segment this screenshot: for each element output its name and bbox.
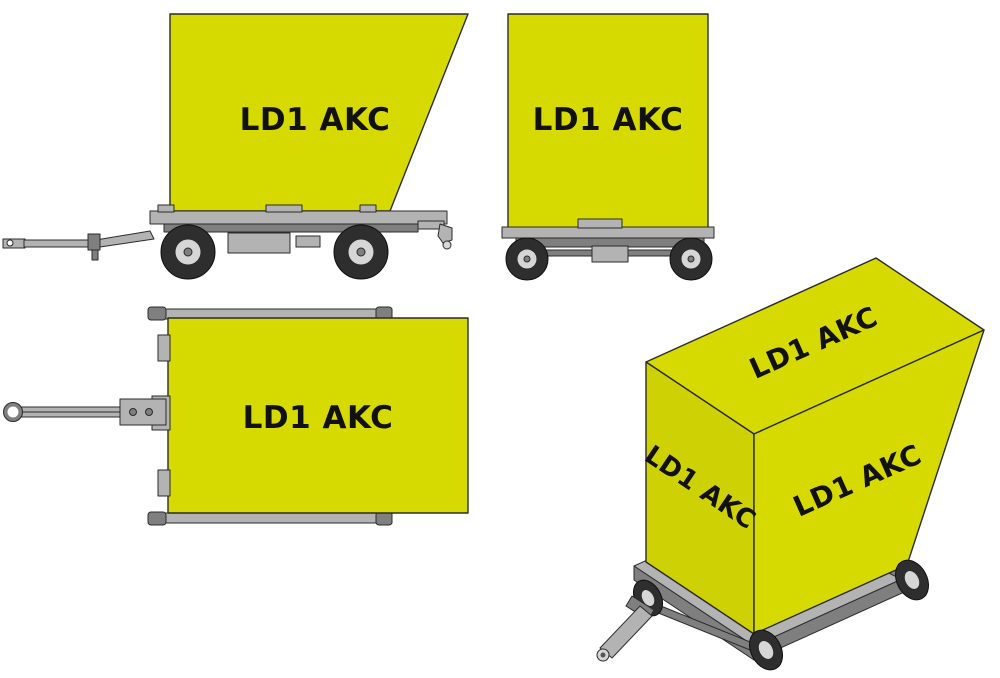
front-deck — [501, 226, 715, 239]
side-deck — [149, 210, 448, 225]
top-tow-eye — [3, 402, 23, 422]
top-drawbar-assembly — [3, 398, 167, 426]
iso-drawbar-assembly — [596, 595, 655, 662]
iso-wheel-left-front-hub — [640, 589, 656, 607]
side-parking-stand — [91, 249, 99, 261]
side-drawbar-link — [95, 230, 155, 248]
front-wheel-left — [505, 237, 549, 281]
side-wheel-front — [160, 224, 216, 280]
iso-wheel-right-front-hub — [757, 640, 775, 660]
top-bumper-upper-left — [147, 306, 167, 321]
iso-drawbar — [599, 605, 653, 659]
side-drawbar-assembly — [2, 230, 155, 261]
side-wheel-rear-cap — [356, 247, 366, 257]
side-equipment-box — [227, 232, 291, 254]
iso-wheel-right-front — [748, 629, 784, 671]
front-wheel-right — [669, 237, 713, 281]
top-drawbar-pin-2 — [145, 408, 153, 416]
top-drawbar-pin-1 — [129, 408, 137, 416]
top-drawbar-head — [119, 398, 167, 426]
iso-wheel-right-rear-hub — [903, 570, 921, 590]
side-hitch-pin — [442, 240, 452, 250]
top-view: LD1 AKC — [3, 306, 469, 526]
side-drawbar-pivot — [87, 233, 101, 251]
side-wheel-front-cap — [183, 247, 193, 257]
side-tow-eye-block — [2, 238, 26, 249]
side-view: LD1 AKC — [2, 13, 469, 280]
side-rear-hitch — [417, 220, 453, 250]
side-drawbar — [23, 239, 97, 248]
side-cargo-stop-left — [157, 204, 175, 213]
front-wheel-right-cap — [687, 255, 695, 263]
front-center-stop — [577, 218, 623, 229]
front-view: LD1 AKC — [501, 13, 715, 281]
top-tow-eye-rim — [3, 402, 23, 422]
top-container-shape — [167, 317, 469, 514]
isometric-view: LD1 AKC LD1 AKC LD1 AKC — [596, 257, 985, 671]
top-bracket-upper — [157, 334, 171, 362]
top-deck-edge-lower — [151, 512, 393, 524]
top-bumper-lower-left — [147, 511, 167, 526]
front-turntable-box — [591, 245, 629, 263]
side-equipment-cylinder — [295, 235, 321, 248]
side-cargo-stop-right — [359, 204, 377, 213]
side-cargo-stop-center — [265, 204, 303, 213]
top-bumper-lower-right — [375, 511, 393, 526]
top-bracket-lower — [157, 469, 171, 497]
side-wheel-rear — [333, 224, 389, 280]
front-wheel-left-cap — [523, 255, 531, 263]
front-container-label: LD1 AKC — [533, 102, 684, 138]
side-hitch-hook — [437, 223, 453, 244]
iso-tow-eye-hole — [600, 652, 606, 658]
top-container-label: LD1 AKC — [243, 400, 394, 436]
side-container-label: LD1 AKC — [240, 102, 391, 138]
front-container-shape — [507, 13, 709, 231]
iso-wheel-right-rear — [894, 559, 930, 601]
side-tow-eye-hole — [6, 239, 14, 247]
